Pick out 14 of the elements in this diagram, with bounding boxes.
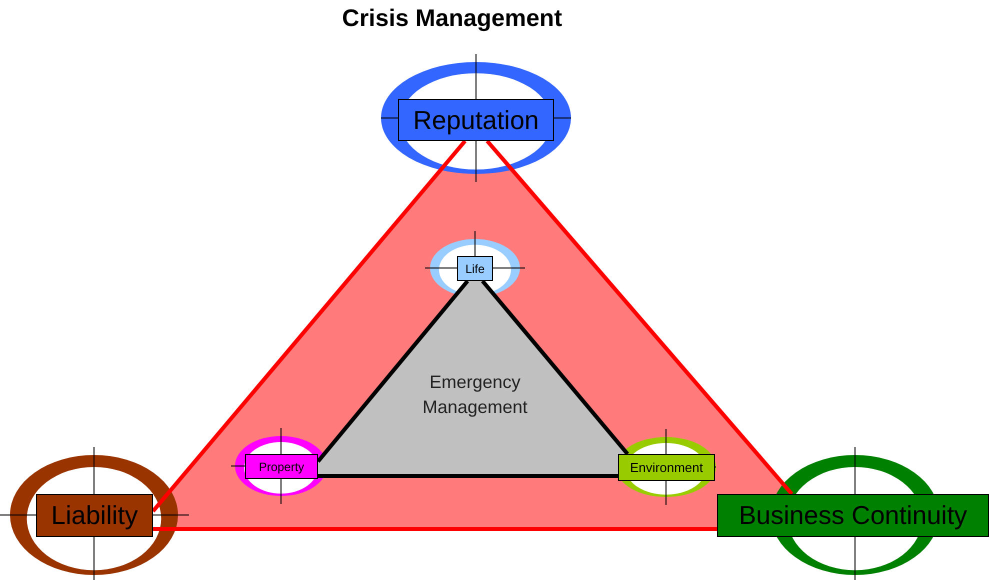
- diagram-title: Crisis Management: [342, 5, 562, 33]
- region-label: Emergency Management: [421, 371, 529, 419]
- triangle-side: [316, 280, 470, 463]
- triangle-side: [151, 140, 467, 512]
- label-box: Environment: [618, 454, 715, 481]
- label-box: Liability: [36, 494, 153, 537]
- label-box: Reputation: [398, 99, 554, 141]
- label-box: Business Continuity: [717, 494, 989, 537]
- triangle-side: [318, 474, 618, 478]
- triangle-side: [153, 527, 717, 531]
- label-box: Life: [457, 256, 493, 281]
- triangle-side: [486, 140, 794, 496]
- triangle-side: [481, 280, 630, 456]
- label-box: Property: [245, 454, 318, 479]
